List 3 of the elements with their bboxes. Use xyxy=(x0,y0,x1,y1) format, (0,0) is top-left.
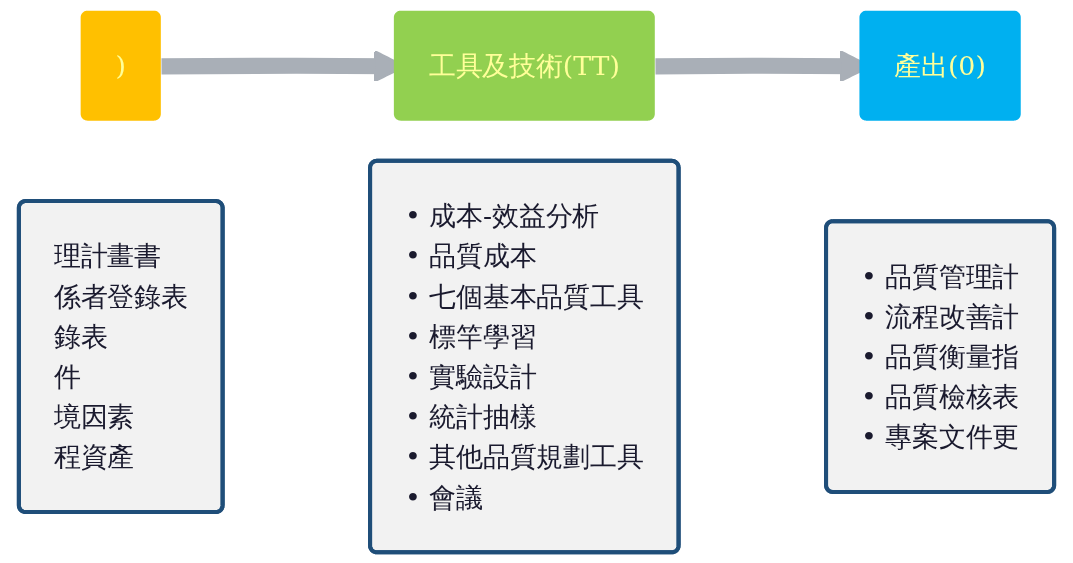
node-box: 產出(0) xyxy=(859,10,1021,121)
node-box: 工具及技術(TT) xyxy=(393,10,655,121)
node-box: ) xyxy=(80,10,161,121)
